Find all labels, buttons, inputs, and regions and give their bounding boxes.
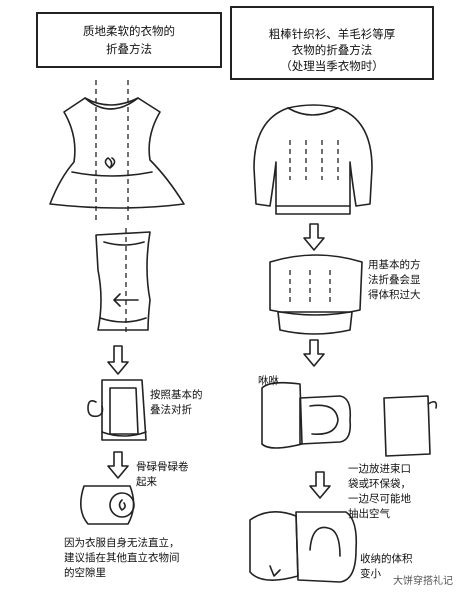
right-title-line-1: 粗棒针织衫、羊毛衫等厚 xyxy=(268,27,396,41)
compact-result-icon xyxy=(249,511,358,583)
arrow-down-icon xyxy=(309,471,331,499)
arrow-down-icon xyxy=(107,451,129,479)
arrow-down-icon xyxy=(107,345,129,375)
watermark: 大饼穿搭礼记 xyxy=(393,576,453,587)
note-bulky: 用基本的方 法折叠会显 得体积过大 xyxy=(368,259,421,301)
note-bag: 一边放进束口 袋或环保袋， 一边尽可能地 抽出空气 xyxy=(348,463,411,520)
note-volume: 收纳的体积 变小 xyxy=(360,553,413,580)
rolled-garment-icon xyxy=(80,485,135,525)
half-folded-icon xyxy=(87,379,147,441)
left-title-line-2: 折叠方法 xyxy=(106,42,152,56)
arrow-down-icon xyxy=(303,223,325,251)
note-roll: 骨碌骨碌卷 起来 xyxy=(136,461,189,488)
soft-blouse-icon xyxy=(49,80,185,220)
arrow-down-icon xyxy=(303,339,325,367)
right-title-box: 粗棒针织衫、羊毛衫等厚 衣物的折叠方法 （处理当季衣物时） xyxy=(230,6,434,80)
left-title-box: 质地柔软的衣物的 折叠方法 xyxy=(36,12,222,68)
sweater-icon xyxy=(253,104,373,215)
bulky-fold-icon xyxy=(269,254,363,335)
right-title-line-3: （处理当季衣物时） xyxy=(280,59,384,73)
right-title-line-2: 衣物的折叠方法 xyxy=(291,43,373,57)
note-fold: 按照基本的 叠法对折 xyxy=(150,389,203,416)
sound-effect: 咻咻 xyxy=(258,375,279,387)
left-bottom-note: 因为衣服自身无法直立， 建议插在其他直立衣物间 的空隙里 xyxy=(64,537,180,579)
compress-bag-icon xyxy=(261,381,438,457)
left-title-line-1: 质地柔软的衣物的 xyxy=(83,24,175,38)
folded-column-icon xyxy=(95,228,151,332)
